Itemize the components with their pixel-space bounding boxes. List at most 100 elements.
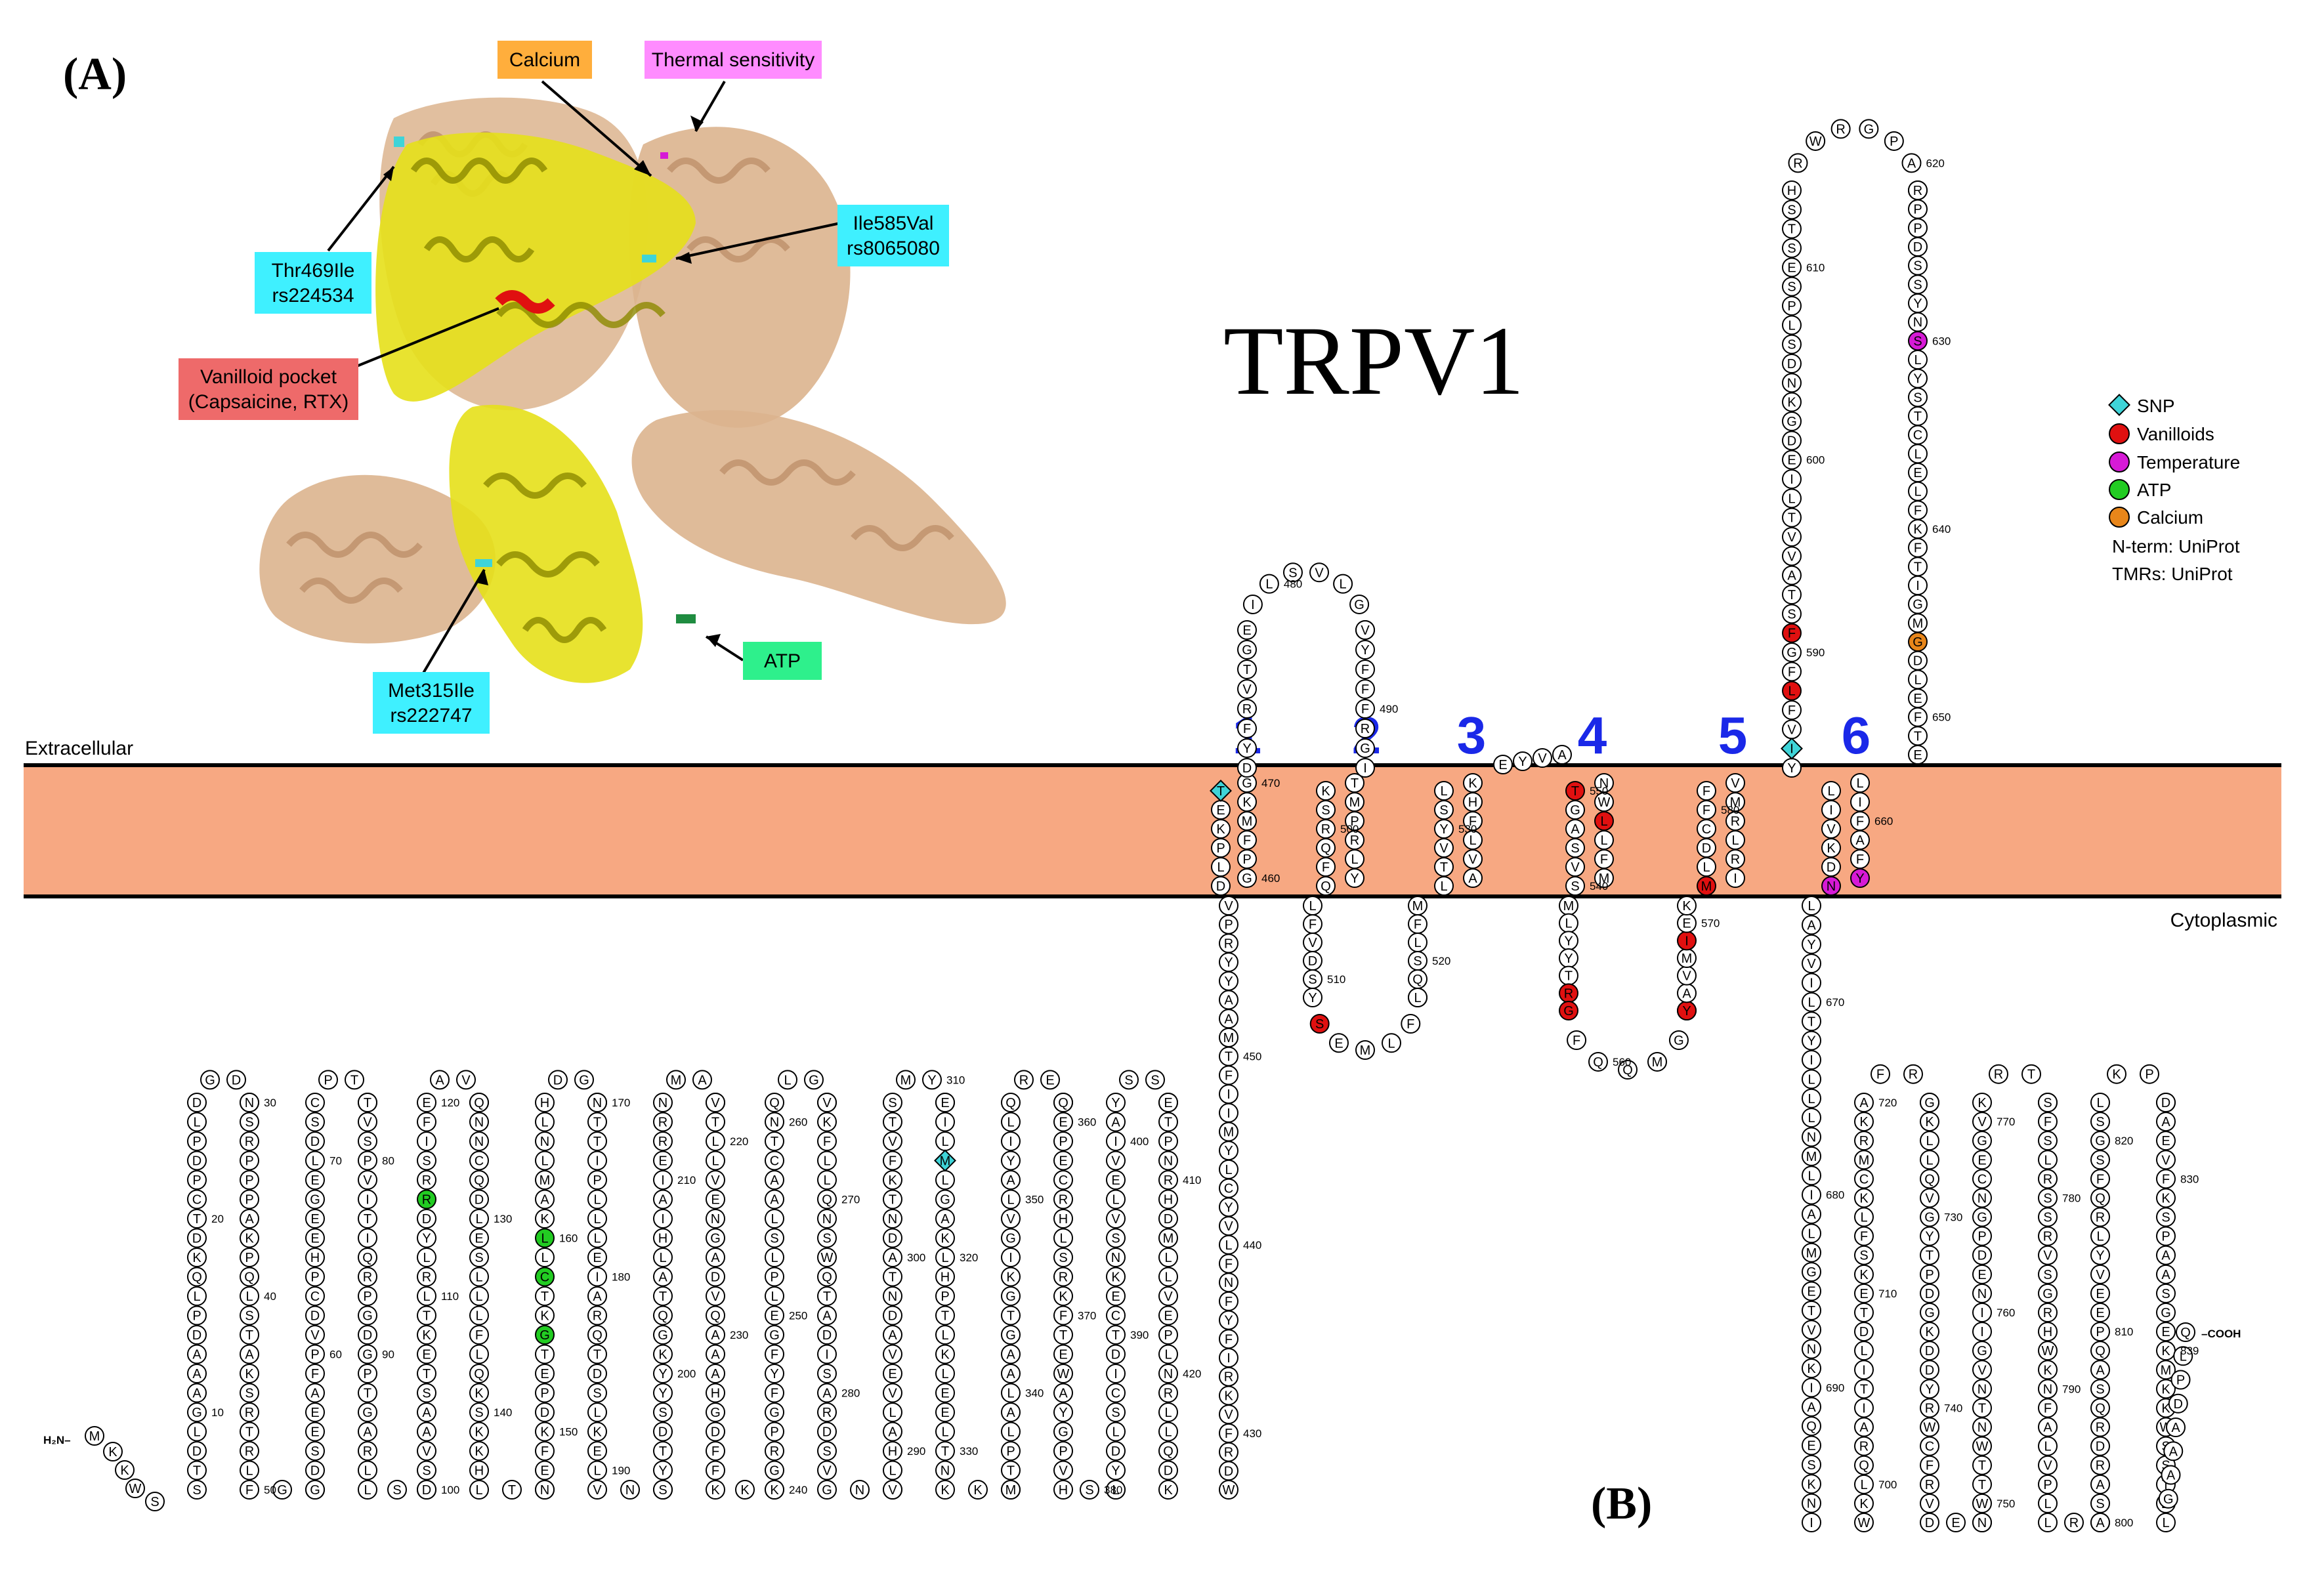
residue-letter: E — [1913, 466, 1922, 480]
residue-letter: I — [1858, 795, 1862, 810]
residue-circle — [1920, 1188, 1939, 1208]
residue-letter: R — [2043, 1230, 2052, 1244]
residue-letter: D — [658, 1425, 667, 1440]
callout-vanilloid-line2: (Capsaicine, RTX) — [188, 391, 349, 413]
residue-letter: G — [940, 1193, 950, 1208]
residue-circle — [883, 1150, 902, 1171]
residue-circle — [387, 1480, 407, 1500]
residue-circle — [1053, 1209, 1073, 1228]
residue-letter: F — [1225, 1332, 1233, 1347]
residue-letter: L — [1112, 1193, 1119, 1208]
residue-circle — [883, 1189, 902, 1209]
residue-circle — [1920, 1169, 1939, 1189]
residue-circle — [706, 1248, 725, 1267]
residue-circle — [1782, 411, 1802, 431]
callout-calcium-text: Calcium — [509, 49, 580, 71]
residue-letter: V — [593, 1483, 602, 1498]
residue-letter: A — [770, 1193, 779, 1208]
residue-letter: A — [2171, 1421, 2180, 1435]
residue-letter: R — [1836, 122, 1845, 136]
residue-letter: S — [1913, 334, 1922, 348]
legend-nterm-label: N-term: UniProt — [2112, 536, 2240, 556]
residue-letter: L — [1788, 684, 1795, 699]
residue-letter: L — [1808, 1092, 1815, 1106]
residue-circle — [417, 1286, 436, 1306]
residue-letter: R — [2043, 1172, 2052, 1186]
residue-letter: Q — [1924, 1172, 1935, 1186]
residue-letter: V — [2096, 1268, 2105, 1282]
residue-circle — [1802, 1127, 1821, 1147]
residue-letter: N — [1977, 1191, 1987, 1206]
residue-letter: W — [129, 1482, 142, 1496]
residue-circle — [587, 1189, 607, 1209]
residue-circle — [1920, 1360, 1939, 1380]
residue-circle — [1219, 896, 1238, 915]
residue-circle — [1567, 1030, 1587, 1050]
residue-letter: Y — [1111, 1464, 1120, 1479]
residue-circle — [706, 1344, 725, 1364]
residue-letter: I — [1809, 1381, 1813, 1395]
residue-letter: L — [1469, 833, 1476, 848]
residue-circle — [1802, 934, 1821, 954]
residue-letter: L — [193, 1116, 200, 1130]
residue-circle — [587, 1228, 607, 1248]
residue-letter: E — [593, 1444, 601, 1459]
residue-circle — [935, 1112, 955, 1132]
residue-letter: V — [888, 1483, 897, 1498]
residue-circle — [2090, 1513, 2110, 1532]
residue-number-tick: 330 — [960, 1445, 978, 1458]
residue-circle — [305, 1325, 325, 1345]
residue-letter: K — [245, 1232, 254, 1246]
residue-circle — [2090, 1245, 2110, 1265]
residue-circle — [653, 1441, 673, 1461]
residue-number-tick: 839 — [2180, 1345, 2199, 1357]
residue-circle — [417, 1131, 436, 1151]
residue-circle — [935, 1170, 955, 1190]
residue-circle — [1355, 620, 1375, 640]
residue-letter: Y — [1242, 742, 1251, 756]
residue-letter: P — [1787, 299, 1796, 314]
residue-circle — [935, 1209, 955, 1228]
residue-circle — [1349, 594, 1370, 614]
residue-circle — [1920, 1150, 1939, 1170]
residue-circle — [1854, 1207, 1874, 1227]
residue-letter: H — [540, 1096, 549, 1110]
residue-letter: F — [1414, 917, 1422, 932]
residue-circle — [1854, 1188, 1874, 1208]
residue-letter: D — [232, 1073, 241, 1087]
residue-letter: T — [1243, 663, 1251, 677]
residue-letter: M — [1223, 1031, 1235, 1045]
residue-letter: L — [711, 1154, 719, 1169]
residue-letter: Q — [822, 1193, 832, 1208]
residue-circle — [1802, 1011, 1821, 1032]
residue-letter: A — [422, 1406, 431, 1420]
residue-circle — [187, 1093, 207, 1112]
residue-letter: S — [392, 1483, 401, 1498]
residue-circle — [1697, 781, 1716, 801]
residue-circle — [765, 1364, 784, 1383]
residue-letter: K — [2161, 1401, 2170, 1416]
residue-letter: A — [1224, 994, 1233, 1008]
residue-circle — [358, 1228, 377, 1248]
residue-letter: G — [539, 1328, 550, 1343]
residue-letter: E — [1059, 1116, 1067, 1130]
residue-number-tick: 610 — [1806, 261, 1825, 274]
residue-letter: E — [1977, 1153, 1986, 1167]
residue-circle — [1329, 1033, 1349, 1053]
residue-circle — [653, 1248, 673, 1267]
residue-letter: L — [593, 1406, 601, 1420]
residue-number-tick: 710 — [1878, 1288, 1897, 1300]
residue-circle — [765, 1383, 784, 1403]
residue-letter: N — [475, 1135, 484, 1149]
residue-letter: N — [770, 1116, 779, 1130]
residue-letter: F — [823, 1135, 831, 1149]
residue-number-tick: 210 — [677, 1174, 696, 1186]
residue-circle — [2156, 1322, 2176, 1342]
residue-circle — [272, 1480, 292, 1500]
residue-letter: R — [1361, 722, 1370, 736]
residue-letter: L — [245, 1464, 253, 1479]
residue-letter: E — [310, 1425, 319, 1440]
residue-letter: G — [1864, 122, 1874, 136]
residue-snp — [1781, 737, 1803, 760]
residue-circle — [706, 1364, 725, 1383]
